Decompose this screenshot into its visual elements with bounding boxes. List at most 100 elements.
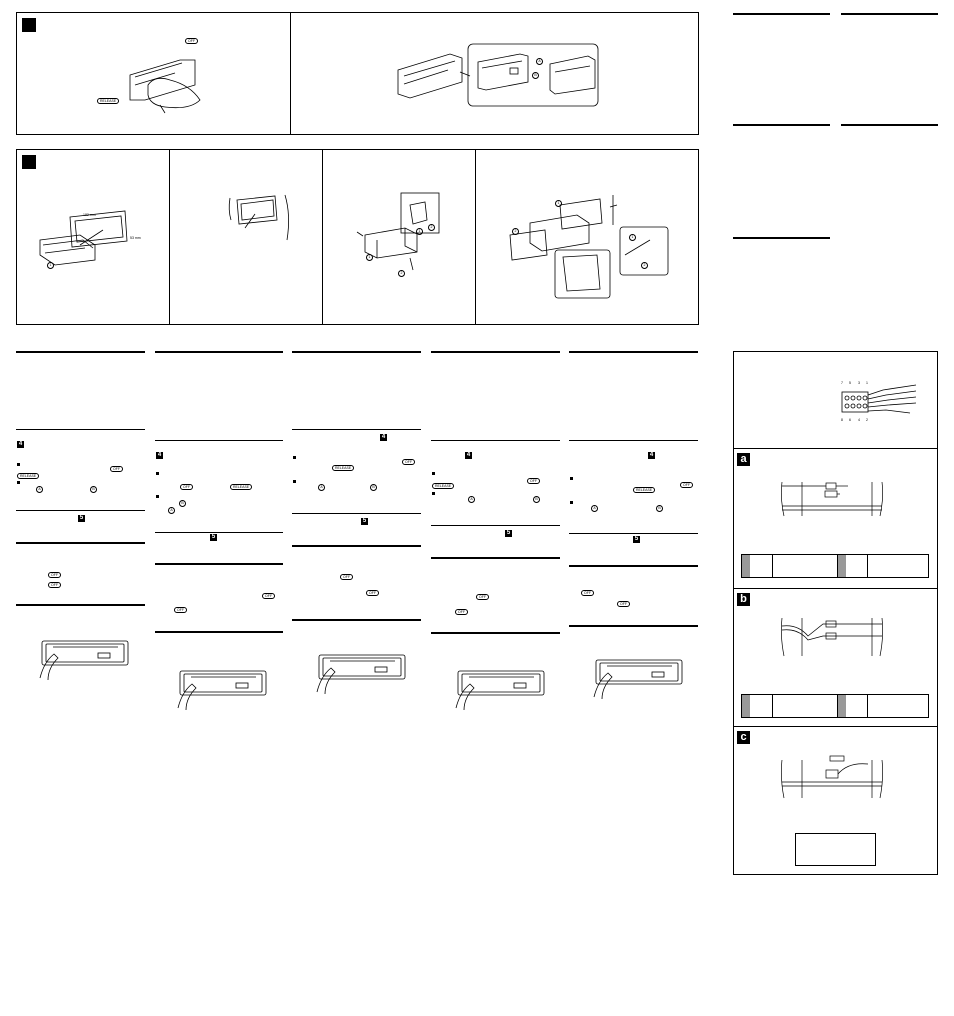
step-4-badge: 4 xyxy=(156,452,163,459)
section-rule xyxy=(733,13,830,15)
wiring-label-b: b xyxy=(737,593,750,606)
figure-marker-1 xyxy=(22,18,36,32)
table-divider xyxy=(867,695,868,717)
pin-5: 5 xyxy=(849,381,851,385)
wiring-label-c: c xyxy=(737,731,750,744)
reset-button-illustration xyxy=(316,654,406,695)
off-button-label: OFF xyxy=(110,466,123,472)
wiring-diagram-c xyxy=(780,755,884,799)
pin-2: 2 xyxy=(866,418,868,422)
mounting-sleeve-illustration xyxy=(228,194,289,241)
callout-1: 1 xyxy=(416,228,423,235)
reset-button-illustration xyxy=(39,640,129,681)
section-rule xyxy=(431,557,560,559)
section-rule xyxy=(155,532,283,533)
section-rule xyxy=(841,124,938,126)
release-button-label: RELEASE xyxy=(17,473,40,479)
table-divider xyxy=(772,555,773,577)
step-5-badge: 5 xyxy=(210,534,217,541)
panel-divider xyxy=(290,12,291,135)
full-installation-illustration xyxy=(509,195,669,299)
panel-divider xyxy=(475,149,476,325)
release-button-label: RELEASE xyxy=(633,487,656,493)
wiring-note-box xyxy=(795,833,876,866)
off-button-label: OFF xyxy=(185,38,198,44)
step-5-badge: 5 xyxy=(78,515,85,522)
bracket-mounting-illustration xyxy=(356,192,440,271)
section-rule xyxy=(431,440,560,441)
step-4-badge: 4 xyxy=(648,452,655,459)
callout-a: A xyxy=(536,58,543,65)
callout-a: A xyxy=(36,486,43,493)
release-button-label: RELEASE xyxy=(432,483,455,489)
wiring-diagram-a xyxy=(780,481,884,517)
callout-a: A xyxy=(168,507,175,514)
column-header-rule xyxy=(16,351,145,353)
bullet xyxy=(432,472,435,475)
wiring-table-a xyxy=(741,554,929,578)
callout-b: B xyxy=(370,484,377,491)
pin-8: 8 xyxy=(841,418,843,422)
front-panel-removal-illustration xyxy=(129,59,201,114)
bullet xyxy=(293,480,296,483)
section-rule xyxy=(292,513,421,514)
release-button-label: RELEASE xyxy=(97,98,120,104)
wiring-panel xyxy=(733,351,938,875)
bullet xyxy=(17,463,20,466)
off-button-label: OFF xyxy=(174,607,187,613)
section-rule xyxy=(569,533,698,534)
callout-1: 1 xyxy=(629,234,636,241)
section-rule xyxy=(431,525,560,526)
section-rule xyxy=(569,565,698,567)
section-rule xyxy=(292,545,421,547)
table-shade xyxy=(742,695,750,717)
table-divider xyxy=(867,555,868,577)
table-divider xyxy=(837,555,838,577)
step-5-badge: 5 xyxy=(361,518,368,525)
table-shade xyxy=(838,555,846,577)
section-rule xyxy=(733,237,830,239)
off-button-label: OFF xyxy=(48,572,61,578)
section-rule xyxy=(841,13,938,15)
figure-marker-2 xyxy=(22,155,36,169)
callout-a: A xyxy=(591,505,598,512)
column-header-rule xyxy=(569,351,698,353)
step-4-badge: 4 xyxy=(17,441,24,448)
callout-b: B xyxy=(656,505,663,512)
table-divider xyxy=(837,695,838,717)
wiring-label-a: a xyxy=(737,453,750,466)
column-header-rule xyxy=(431,351,560,353)
callout-1: 1 xyxy=(366,254,373,261)
pin-1: 1 xyxy=(866,381,868,385)
release-button-label: RELEASE xyxy=(230,484,253,490)
bullet xyxy=(570,477,573,480)
callout-2: 2 xyxy=(512,228,519,235)
callout-1: 1 xyxy=(47,262,54,269)
pin-4: 4 xyxy=(858,418,860,422)
pin-3: 3 xyxy=(858,381,860,385)
section-rule xyxy=(16,604,145,606)
callout-2: 2 xyxy=(398,270,405,277)
off-button-label: OFF xyxy=(402,459,415,465)
section-rule xyxy=(155,440,283,441)
table-divider xyxy=(772,695,773,717)
bullet xyxy=(293,456,296,459)
section-rule xyxy=(569,440,698,441)
off-button-label: OFF xyxy=(180,484,193,490)
panel-divider xyxy=(322,149,323,325)
wiring-diagram-b xyxy=(780,617,884,657)
section-rule xyxy=(16,542,145,544)
section-rule xyxy=(733,124,830,126)
callout-a: A xyxy=(318,484,325,491)
section-rule xyxy=(292,429,421,430)
column-header-rule xyxy=(292,351,421,353)
dimension-height: 53 mm xyxy=(130,236,141,240)
figure-panel-top xyxy=(16,12,699,135)
section-rule xyxy=(16,510,145,511)
callout-2: 2 xyxy=(641,262,648,269)
bullet xyxy=(156,495,159,498)
off-button-label: OFF xyxy=(366,590,379,596)
wiring-divider xyxy=(733,726,938,727)
step-4-badge: 4 xyxy=(380,434,387,441)
step-5-badge: 5 xyxy=(505,530,512,537)
